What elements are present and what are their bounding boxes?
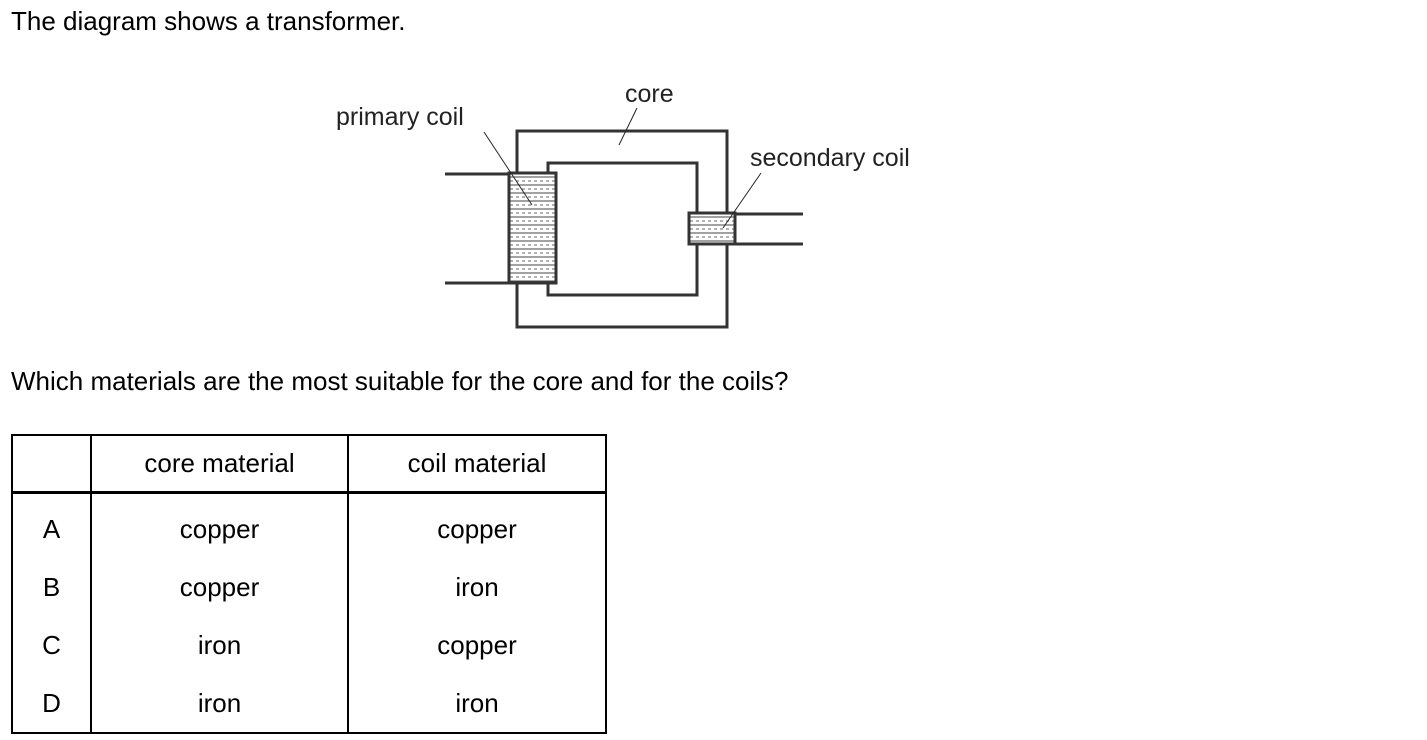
option-key: A	[11, 500, 92, 558]
secondary-coil	[687, 211, 737, 246]
transformer-diagram: primary coil core secondary coil	[336, 80, 910, 329]
header-key	[11, 435, 92, 494]
option-key: D	[11, 674, 92, 733]
table-row[interactable]: C iron copper	[11, 616, 607, 674]
option-key: C	[11, 616, 92, 674]
question-text: Which materials are the most suitable fo…	[11, 366, 789, 396]
header-coil-material: coil material	[347, 435, 607, 494]
intro-text: The diagram shows a transformer.	[11, 6, 406, 36]
primary-coil-leader	[483, 131, 533, 206]
coil-material-cell: iron	[347, 558, 607, 616]
core-material-cell: iron	[90, 616, 349, 674]
coil-material-cell: copper	[347, 616, 607, 674]
table-row[interactable]: D iron iron	[11, 674, 607, 733]
option-key: B	[11, 558, 92, 616]
primary-coil-label: primary coil	[336, 103, 464, 131]
coil-material-cell: copper	[347, 500, 607, 558]
core-material-cell: copper	[90, 558, 349, 616]
table-header-row: core material coil material	[11, 435, 607, 494]
primary-coil	[507, 171, 558, 285]
core-material-cell: iron	[90, 674, 349, 733]
core-material-cell: copper	[90, 500, 349, 558]
core-leader	[618, 107, 638, 146]
secondary-coil-label: secondary coil	[750, 144, 910, 172]
table-row[interactable]: B copper iron	[11, 558, 607, 616]
secondary-coil-leader	[722, 172, 762, 229]
core-inner	[546, 161, 699, 297]
coil-material-cell: iron	[347, 674, 607, 733]
answer-table: core material coil material A copper cop…	[11, 434, 607, 734]
header-core-material: core material	[90, 435, 349, 494]
core-label: core	[625, 80, 674, 108]
table-row[interactable]: A copper copper	[11, 500, 607, 558]
